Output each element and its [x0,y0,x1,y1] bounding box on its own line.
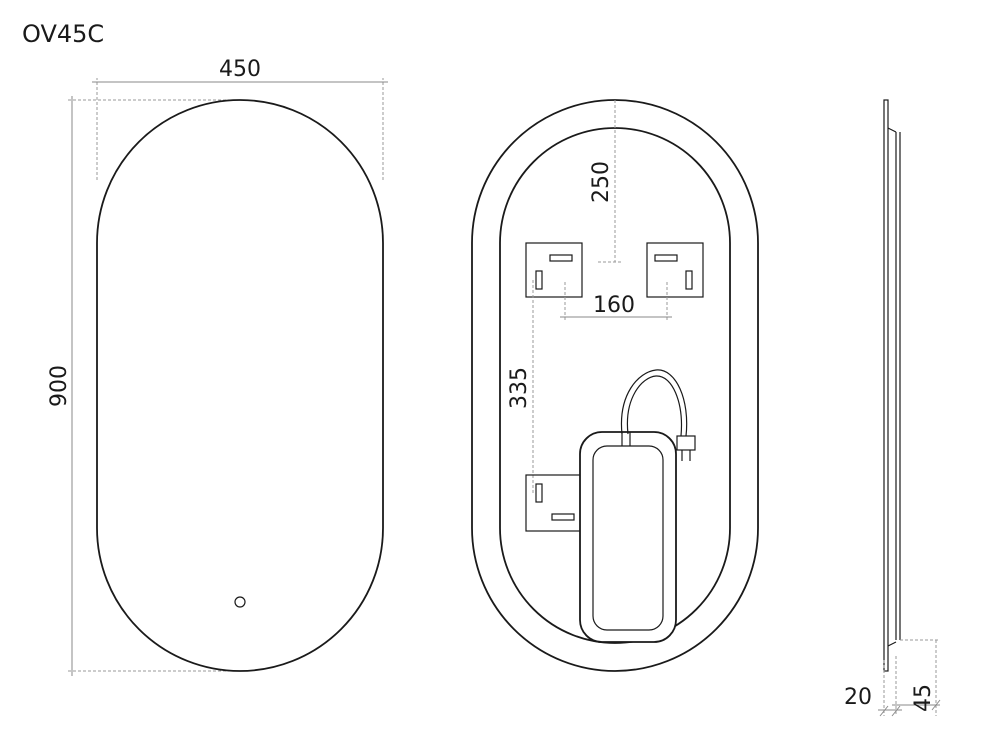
mirror-back-outer-outline [471,99,759,672]
touch-sensor-icon[interactable] [234,596,246,608]
bracket-slot-horizontal [549,254,573,262]
power-cable [620,369,688,437]
mirror-front-outline [96,99,384,672]
wall-bracket-top-left [525,242,583,298]
bracket-plate [525,474,583,532]
wall-bracket-top-right [646,242,704,298]
model-title: OV45C [22,20,104,48]
power-box-inner [592,445,664,631]
bracket-slot-vertical [685,270,693,290]
vertical-spacing-label: 335 [507,367,532,409]
power-box-outer [579,431,677,643]
bracket-spacing-label: 160 [593,293,635,318]
bracket-plate [646,242,704,298]
depth-tick-3 [931,699,941,711]
wall-bracket-bottom-left [525,474,583,532]
power-plug-icon [676,435,696,461]
front-view: 450 900 [47,57,388,676]
depth-label: 20 [844,685,872,710]
back-view: 250 160 335 [471,99,759,672]
bracket-slot-horizontal [551,513,575,521]
mirror-back-inner-outline [499,127,731,644]
depth-tick-1 [879,705,889,717]
mirror-side-glass [883,99,889,672]
bracket-slot-horizontal [654,254,678,262]
top-offset-label: 250 [589,161,614,203]
side-view: 20 45 [844,99,941,717]
frame-bottom-bevel [887,641,897,647]
bracket-slot-vertical [535,483,543,503]
plug-body [676,435,696,451]
depth-tick-2 [891,705,901,717]
bracket-plate [525,242,583,298]
height-label: 900 [47,365,72,407]
frame-top-bevel [887,127,897,133]
power-supply-box [579,431,677,643]
bracket-slot-vertical [535,270,543,290]
total-depth-label: 45 [911,684,936,712]
width-label: 450 [219,57,261,82]
power-cable-inner [626,375,683,437]
